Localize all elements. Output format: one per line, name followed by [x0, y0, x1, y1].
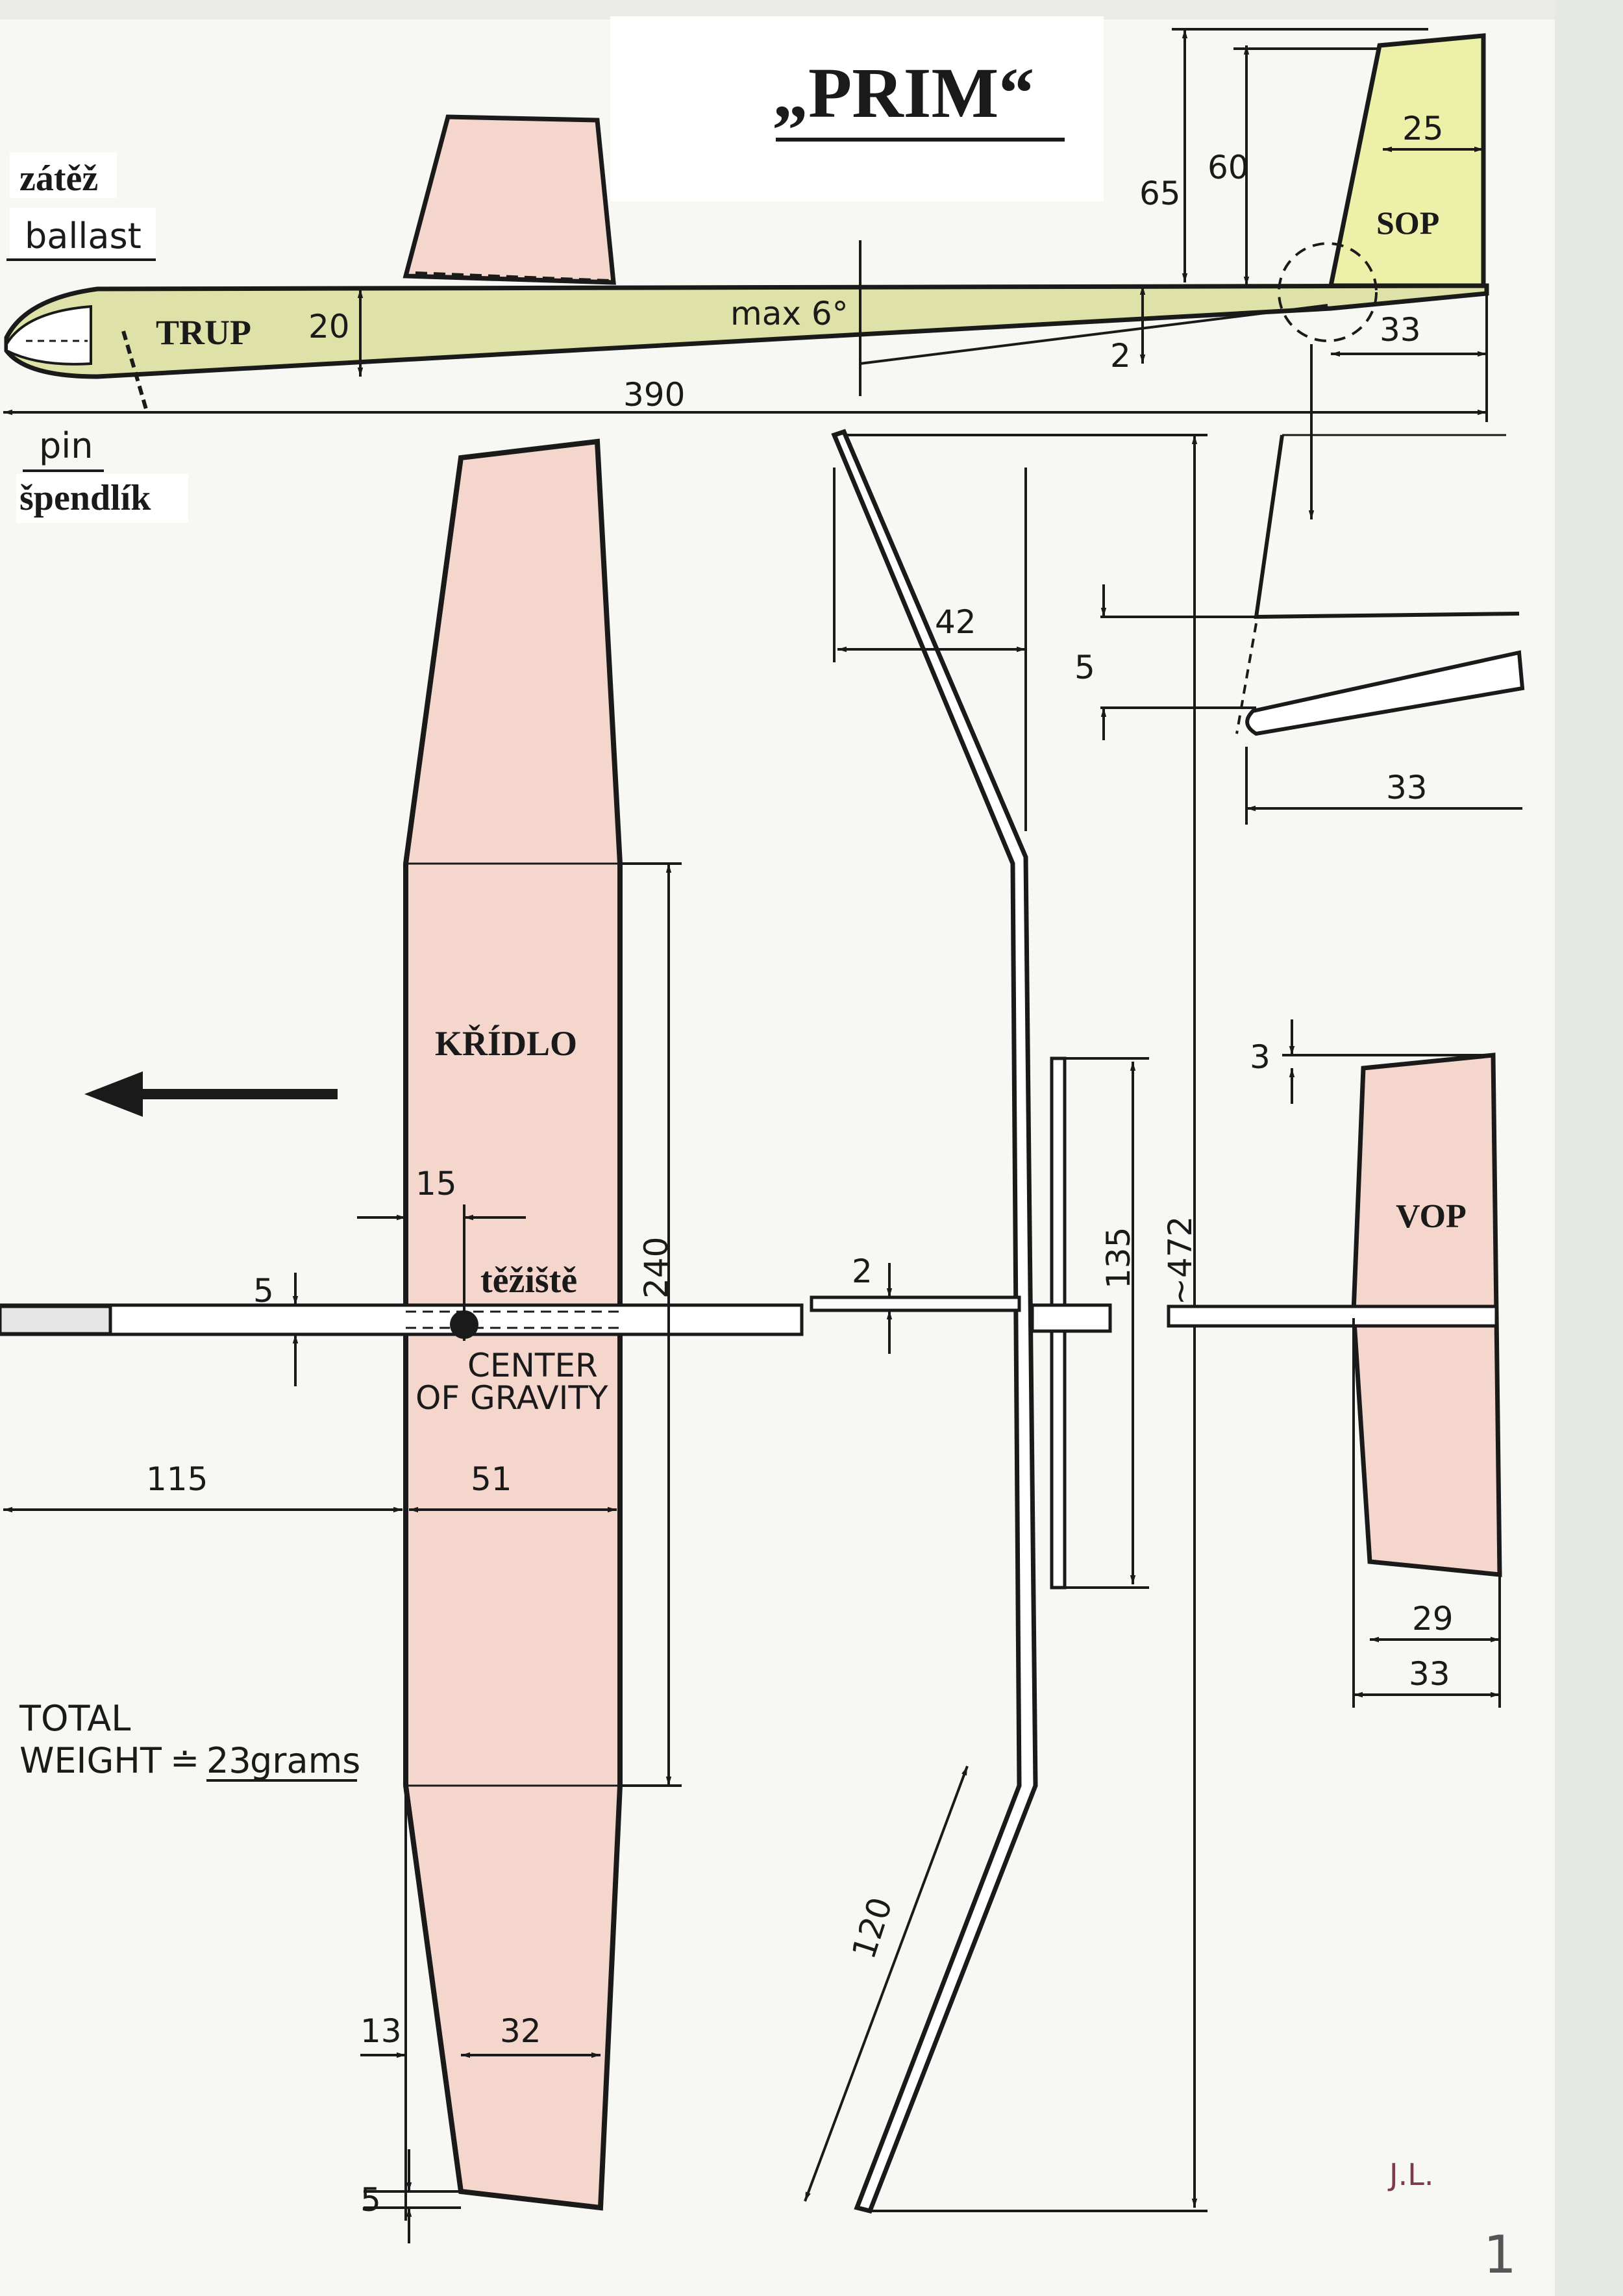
label-wing: KŘÍDLO: [435, 1024, 577, 1063]
dim-29: 29: [1412, 1600, 1454, 1638]
detail-dimensions: [1100, 584, 1522, 825]
label-cg-en-2: OF GRAVITY: [415, 1379, 608, 1417]
stab-boom: [1167, 1304, 1498, 1328]
label-cg-cz: těžiště: [480, 1260, 577, 1301]
detail-circle: [1278, 242, 1378, 342]
dimension-numbers: 390 20 max 6° 2 33 65 60 25 5 33 42 120 …: [146, 110, 1454, 2219]
fin-mount-detail: [1235, 434, 1525, 736]
dim-6deg-ref: [860, 304, 1328, 365]
dim-472: ~472: [1161, 1216, 1199, 1305]
dim-3: 3: [1250, 1038, 1270, 1076]
paper-right-edge: [1555, 0, 1623, 2296]
title-box: [610, 16, 1104, 201]
dim-2-side: 2: [1110, 337, 1131, 375]
ballast-en-box: [10, 208, 156, 256]
side-dimensions: [3, 28, 1488, 422]
pin-cz-box: [16, 474, 188, 523]
wing-pylon-shape: [403, 114, 616, 285]
label-stabilizer: VOP: [1396, 1198, 1467, 1235]
plan-title: „PRIM“: [773, 53, 1034, 132]
label-pin-en: pin: [39, 425, 93, 466]
label-ballast-en: ballast: [25, 216, 142, 256]
ballast-cz-box: [10, 153, 117, 198]
dim-120-line: [804, 1766, 969, 2202]
label-weight-unit: grams: [250, 1740, 360, 1781]
dim-51: 51: [471, 1460, 512, 1498]
stab-dimensions: [1282, 1019, 1501, 1708]
dim-15: 15: [415, 1165, 457, 1203]
label-weight-approx: ≐: [170, 1740, 199, 1781]
label-fuselage: TRUP: [156, 313, 251, 352]
dim-20: 20: [308, 308, 350, 345]
dim-33-stab: 33: [1409, 1655, 1450, 1693]
label-author: J.L.: [1387, 2157, 1433, 2192]
wing-dimensions: [3, 862, 682, 2243]
detail-fin-outline: [1254, 434, 1520, 619]
dim-5-tip: 5: [360, 2181, 381, 2219]
dim-5-rod: 5: [253, 1272, 274, 1310]
dim-32: 32: [500, 2012, 541, 2050]
label-page-number: 1: [1483, 2225, 1517, 2285]
stab-plan: [1167, 1053, 1502, 1577]
wing-plan: [0, 438, 804, 2211]
dim-6deg: max 6°: [730, 295, 849, 332]
dim-33-detail: 33: [1386, 769, 1428, 806]
dim-120: 120: [845, 1893, 900, 1964]
dim-5-detail: 5: [1074, 649, 1095, 686]
fuselage-boom-top: [0, 1303, 804, 1336]
label-cg-en-1: CENTER: [467, 1347, 598, 1384]
dim-2-stab: 2: [852, 1253, 873, 1290]
dim-42: 42: [935, 603, 976, 641]
label-pin-cz: špendlík: [19, 478, 151, 518]
dim-33-tail: 33: [1380, 311, 1421, 349]
front-hub: [1030, 1303, 1112, 1333]
dim-60: 60: [1208, 149, 1249, 186]
label-ballast-cz: zátěž: [19, 158, 98, 199]
dim-240: 240: [638, 1237, 675, 1299]
nose-ballast-shape: [5, 305, 92, 366]
dim-390: 390: [623, 376, 685, 414]
detail-boom: [1245, 650, 1525, 736]
pylon-dashed-line: [415, 271, 611, 282]
label-weight-value: 23: [206, 1740, 251, 1781]
label-weight-2: WEIGHT: [19, 1740, 162, 1781]
label-fin: SOP: [1376, 205, 1439, 241]
dim-115: 115: [146, 1460, 208, 1498]
flight-direction-arrow: [84, 1071, 338, 1117]
side-view: [4, 33, 1489, 519]
dim-13: 13: [360, 2012, 402, 2050]
front-boom: [810, 1295, 1021, 1312]
dim-135: 135: [1100, 1227, 1137, 1289]
fin-sop-shape: [1328, 33, 1486, 288]
detail-hidden: [1235, 623, 1258, 734]
dim-65: 65: [1139, 175, 1181, 212]
nose-weight-top: [0, 1304, 112, 1336]
dim-25: 25: [1402, 110, 1444, 147]
label-weight-1: TOTAL: [19, 1698, 130, 1739]
